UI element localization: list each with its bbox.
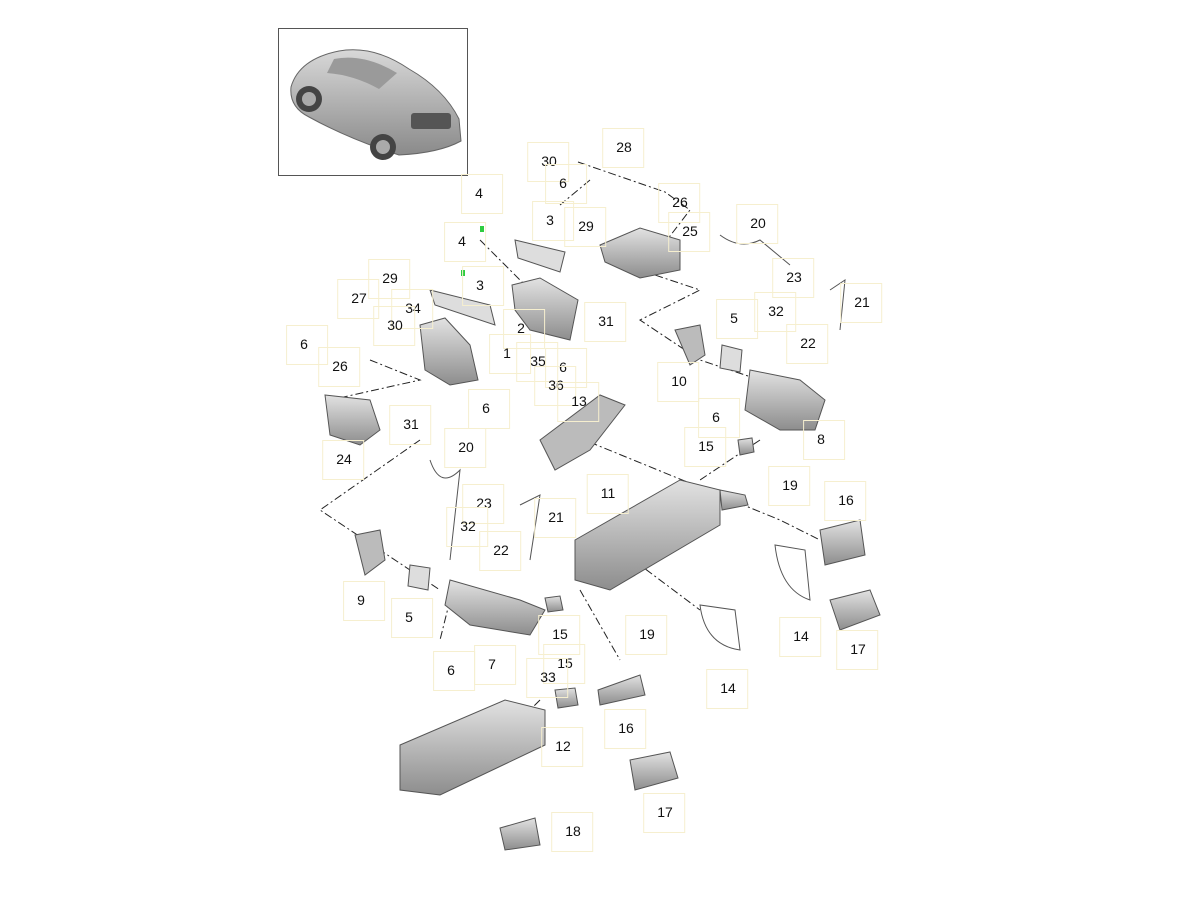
exhaust-manifold-1 [419,317,479,386]
part-callout[interactable]: 22 [786,324,828,364]
muffler-11 [574,479,721,591]
part-callout[interactable]: 26 [658,183,700,223]
part-callout[interactable]: 10 [657,362,699,402]
part-callout[interactable]: 31 [389,405,431,445]
part-callout[interactable]: 21 [840,283,882,323]
strap-14 [774,544,811,601]
part-callout[interactable]: 14 [706,669,748,709]
part-callout[interactable]: 7 [474,645,516,685]
part-callout[interactable]: 8 [803,420,845,460]
gasket-5 [407,564,431,591]
part-callout[interactable]: 17 [643,793,685,833]
car-icon [290,49,462,160]
part-callout[interactable]: 16 [604,709,646,749]
gasket-3b [514,239,566,273]
part-callout[interactable]: 36 [534,366,576,406]
part-callout[interactable]: 12 [541,727,583,767]
gasket-3 [429,289,496,326]
turbocharger-24 [324,394,381,446]
part-callout[interactable]: 34 [391,289,433,329]
part-callout[interactable]: 16 [824,481,866,521]
part-callout[interactable]: 30 [373,306,415,346]
part-callout[interactable]: 18 [551,812,593,852]
part-callout[interactable]: 27 [337,279,379,319]
catalytic-converter-8 [744,369,826,431]
part-callout[interactable]: 19 [768,466,810,506]
exhaust-manifold-2 [511,277,579,341]
part-callout[interactable]: 14 [779,617,821,657]
muffler-12 [399,699,546,796]
part-callout[interactable]: 20 [736,204,778,244]
part-callout[interactable]: 32 [754,292,796,332]
gasket-5b [719,344,743,373]
part-callout[interactable]: 23 [462,484,504,524]
part-callout[interactable]: 6 [433,651,475,691]
sensor-21 [829,278,846,331]
sensor-20 [719,234,791,266]
part-callout[interactable]: 31 [584,302,626,342]
part-callout[interactable]: 24 [322,440,364,480]
part-callout[interactable]: 29 [564,207,606,247]
part-callout[interactable]: 19 [625,615,667,655]
tailpipe-16b [597,674,646,706]
vehicle-thumbnail [278,28,468,176]
tailpipe-16 [819,519,866,566]
pipe-11 [719,489,749,511]
part-callout[interactable]: 25 [668,212,710,252]
part-callout[interactable]: 2 [503,309,545,349]
heat-shield-9 [354,529,386,576]
clamp-15 [737,437,755,456]
part-callout[interactable]: 28 [602,128,644,168]
part-callout[interactable]: 23 [772,258,814,298]
tailpipe-17b [629,751,679,791]
part-callout[interactable]: 6 [545,348,587,388]
part-callout[interactable]: 20 [444,428,486,468]
part-callout[interactable]: 3 [532,201,574,241]
part-callout[interactable]: 17 [836,630,878,670]
part-callout[interactable]: 11 [587,474,628,514]
part-callout[interactable]: 29 [368,259,410,299]
heat-shield-10 [674,324,706,366]
sensor-21b [519,494,541,561]
clamp-15c [554,687,579,709]
heat-shield-13 [539,394,626,471]
part-callout[interactable]: 22 [479,531,521,571]
part-callout[interactable]: 33 [526,658,568,698]
part-callout[interactable]: 15 [543,644,585,684]
part-callout[interactable]: 30 [527,142,569,182]
part-callout[interactable]: 6 [468,389,510,429]
part-callout[interactable]: 4 [461,174,503,214]
tailpipe-18 [499,817,541,851]
part-callout[interactable]: 4 [444,222,486,262]
part-callout[interactable]: 3 [462,266,504,306]
turbocharger-25 [599,227,681,279]
tailpipe-17 [829,589,881,631]
part-callout[interactable]: 6 [698,398,740,438]
sensor-20b [429,459,461,561]
parts [324,226,881,851]
part-callout[interactable]: 26 [318,347,360,387]
catalytic-converter-7 [444,579,546,636]
gasket-4b [461,270,465,276]
part-callout[interactable]: 6 [545,164,587,204]
part-callout[interactable]: 35 [516,342,558,382]
gasket-4 [480,226,484,232]
part-callout[interactable]: 5 [391,598,433,638]
part-callout[interactable]: 13 [557,382,599,422]
part-callout[interactable]: 1 [489,334,531,374]
part-callout[interactable]: 15 [538,615,580,655]
part-callout[interactable]: 9 [343,581,385,621]
part-callout[interactable]: 32 [446,507,488,547]
part-callout[interactable]: 6 [286,325,328,365]
part-callout[interactable]: 21 [534,498,576,538]
clamp-15b [544,595,564,613]
strap-14b [699,604,741,651]
part-callout[interactable]: 15 [684,427,726,467]
part-callout[interactable]: 5 [716,299,758,339]
